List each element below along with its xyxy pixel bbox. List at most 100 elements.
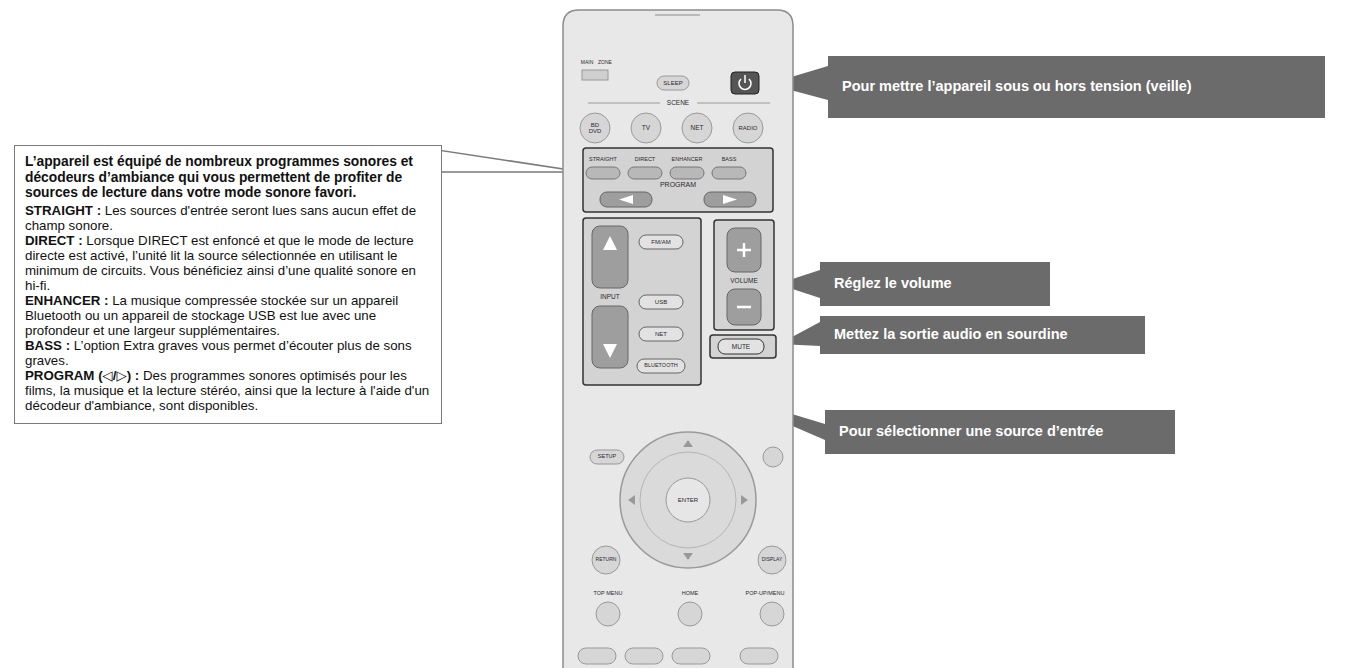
arrow-button [600, 192, 652, 207]
input-button [592, 306, 628, 368]
arrow-button [704, 192, 756, 207]
button-label: SETUP [598, 454, 616, 460]
callout-box: Mettez la sortie audio en sourdine [820, 316, 1145, 354]
menu-button [596, 602, 620, 626]
button-label: INPUT [600, 294, 620, 301]
source-button [637, 359, 685, 373]
color-button [740, 648, 778, 664]
menu-button [760, 602, 784, 626]
source-button [639, 295, 683, 309]
info-heading: L’appareil est équipé de nombreux progra… [25, 154, 431, 201]
volume-frame [714, 220, 774, 330]
enter-button [666, 478, 710, 522]
info-paragraph: BASS :L’option Extra graves vous permet … [25, 338, 431, 368]
term-name: PROGRAM (◁/▷) : [25, 368, 139, 383]
program-button [712, 167, 746, 179]
setup-button [590, 450, 624, 464]
program-button [586, 167, 620, 179]
term-description: L’option Extra graves vous permet d’écou… [25, 338, 412, 368]
callout-text: Pour sélectionner une source d’entrée [839, 423, 1103, 440]
cursor-ring [640, 452, 736, 548]
input-button [592, 226, 628, 288]
option-button [763, 447, 783, 467]
term-name: DIRECT : [25, 233, 83, 248]
button-label: FM/AM [651, 239, 670, 245]
input-frame [583, 218, 701, 385]
scene-button [580, 113, 610, 143]
zone-switch [582, 70, 608, 80]
button-label: SCENE [667, 100, 689, 107]
menu-button [678, 602, 702, 626]
button-label: HOME [682, 591, 699, 597]
button-label: BLUETOOTH [644, 363, 678, 369]
button-label: MAIN [581, 60, 594, 65]
callout-box: Pour mettre l’appareil sous ou hors tens… [828, 56, 1325, 118]
button-label: NET [691, 125, 704, 132]
remote-body [563, 10, 793, 668]
scene-button [682, 113, 712, 143]
arrow-symbol [603, 236, 617, 250]
program-frame [583, 148, 773, 212]
mute-button [718, 339, 764, 354]
button-label: BASS [722, 157, 737, 163]
callout-box: Réglez le volume [820, 262, 1050, 306]
color-button [625, 648, 663, 664]
callout-text: Réglez le volume [834, 275, 952, 292]
remote-notch [655, 14, 700, 16]
button-label: VOLUME [730, 278, 757, 285]
info-paragraph: STRAIGHT :Les sources d'entrée seront lu… [25, 203, 431, 233]
button-label: SLEEP [663, 80, 682, 86]
arrow-symbol [683, 440, 693, 447]
button-label: POP-UP/MENU [746, 591, 785, 597]
scene-rule [697, 103, 770, 104]
term-description: Lorsque DIRECT est enfoncé et que le mod… [25, 233, 416, 293]
source-button [639, 235, 683, 249]
button-label: DIRECT [635, 157, 655, 163]
arrow-symbol [723, 195, 737, 204]
cursor-pad [620, 432, 756, 568]
plus-symbol [737, 243, 751, 257]
scene-rule [588, 103, 660, 104]
button-label: MUTE [732, 343, 750, 350]
color-button [672, 648, 710, 664]
button-label: ENHANCER [672, 157, 703, 163]
source-button [639, 327, 683, 341]
info-paragraph: DIRECT :Lorsque DIRECT est enfoncé et qu… [25, 233, 431, 293]
arrow-symbol [603, 344, 617, 358]
scene-button [733, 113, 763, 143]
button-label: STRAIGHT [589, 157, 617, 163]
minus-symbol [737, 306, 751, 309]
sleep-button [657, 76, 689, 90]
power-symbol [739, 75, 751, 89]
button-label: TOP MENU [594, 591, 623, 597]
button-label: TV [642, 125, 650, 132]
button-label: RADIO [738, 125, 757, 131]
info-box: L’appareil est équipé de nombreux progra… [14, 145, 442, 424]
button-label: ENTER [678, 497, 698, 503]
button-label: USB [655, 299, 667, 305]
callout-text: Pour mettre l’appareil sous ou hors tens… [842, 78, 1192, 95]
display-button [758, 546, 786, 574]
volume-button [727, 228, 761, 272]
term-name: STRAIGHT : [25, 203, 101, 218]
button-label: BD DVD [587, 122, 603, 135]
callout-pointer [438, 150, 583, 172]
info-paragraph: ENHANCER :La musique compressée stockée … [25, 293, 431, 338]
callout-text: Mettez la sortie audio en sourdine [834, 326, 1068, 343]
button-label: NET [655, 331, 667, 337]
program-button [670, 167, 704, 179]
power-button [731, 72, 759, 94]
scene-button [631, 113, 661, 143]
arrow-symbol [628, 495, 635, 505]
volume-button [727, 289, 761, 325]
button-label: PROGRAM [660, 181, 696, 188]
button-label: RETURN [596, 557, 617, 562]
return-button [592, 546, 620, 574]
info-paragraph: PROGRAM (◁/▷) :Des programmes sonores op… [25, 368, 431, 413]
arrow-symbol [683, 553, 693, 560]
callout-box: Pour sélectionner une source d’entrée [825, 410, 1175, 454]
button-label: ZONE [598, 60, 612, 65]
term-name: ENHANCER : [25, 293, 108, 308]
mute-frame [710, 335, 776, 358]
